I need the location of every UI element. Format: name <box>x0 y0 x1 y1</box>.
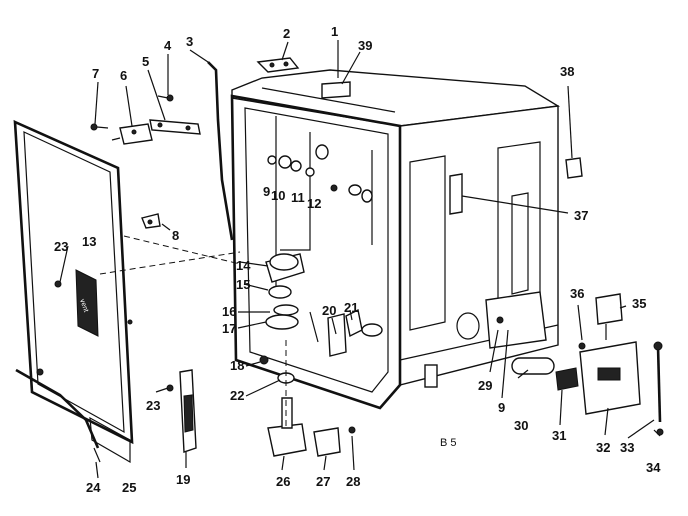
callout-13: 13 <box>82 234 96 249</box>
bracket-26 <box>267 397 307 457</box>
callout-27: 27 <box>316 474 330 489</box>
door-assembly: vent <box>13 119 134 464</box>
bracket-5 <box>149 119 201 135</box>
callout-29: 29 <box>478 378 492 393</box>
switch-27-28 <box>313 426 356 457</box>
callout-16: 16 <box>222 304 236 319</box>
grommet-18 <box>259 355 269 365</box>
tub-assembly <box>230 69 561 410</box>
vent-tube-3 <box>207 61 234 241</box>
callout-20: 20 <box>322 303 336 318</box>
figure-code: B 5 <box>440 437 457 449</box>
callout-11: 11 <box>291 190 305 205</box>
callout-4: 4 <box>164 38 172 53</box>
clip-38 <box>565 157 583 179</box>
seal-16-17 <box>265 304 299 330</box>
bracket-39 <box>321 81 351 99</box>
latch-19 <box>179 369 197 453</box>
callout-9: 9 <box>263 184 270 199</box>
callout-18: 18 <box>230 358 244 373</box>
callout-14: 14 <box>236 258 251 273</box>
callout-12: 12 <box>307 196 321 211</box>
callout-25: 25 <box>122 480 136 495</box>
callout-21: 21 <box>344 300 358 315</box>
clip-8 <box>141 213 161 229</box>
callout-36: 36 <box>570 286 584 301</box>
screw-23 <box>54 280 174 392</box>
callout-31: 31 <box>552 428 566 443</box>
callout-5: 5 <box>142 54 149 69</box>
pump-14-15 <box>265 253 305 299</box>
callout-23a: 23 <box>54 239 68 254</box>
callout-23b: 23 <box>146 398 160 413</box>
screw-7 <box>90 123 121 141</box>
callout-15: 15 <box>236 277 250 292</box>
callout-24: 24 <box>86 480 101 495</box>
callout-22: 22 <box>230 388 244 403</box>
callout-35: 35 <box>632 296 646 311</box>
callout-1: 1 <box>331 24 338 39</box>
bracket-29-30 <box>485 291 555 375</box>
callout-28: 28 <box>346 474 360 489</box>
callout-2: 2 <box>283 26 290 41</box>
alignment-line <box>123 235 241 265</box>
hinge-part-2 <box>256 57 300 73</box>
callout-33: 33 <box>620 440 634 455</box>
heater-20-21 <box>327 308 383 357</box>
alignment-line <box>99 251 241 275</box>
valve-31-32 <box>555 341 641 415</box>
callout-26: 26 <box>276 474 290 489</box>
rod-33-34 <box>653 341 664 436</box>
callout-8: 8 <box>172 228 179 243</box>
callout-34: 34 <box>646 460 661 475</box>
svg-text:vent: vent <box>78 298 89 313</box>
callout-labels: 1 2 3 4 5 6 7 8 9 10 11 12 13 14 15 16 1… <box>54 24 661 495</box>
callout-38: 38 <box>560 64 574 79</box>
nozzle-parts-9-12 <box>267 144 373 203</box>
callout-17: 17 <box>222 321 236 336</box>
float-35-36 <box>578 293 623 350</box>
callout-30: 30 <box>514 418 528 433</box>
callout-10: 10 <box>271 188 285 203</box>
callout-7: 7 <box>92 66 99 81</box>
callout-19: 19 <box>176 472 190 487</box>
bracket-37 <box>449 173 463 215</box>
callout-9b: 9 <box>498 400 505 415</box>
screw-4 <box>157 94 174 102</box>
callout-3: 3 <box>186 34 193 49</box>
callout-32: 32 <box>596 440 610 455</box>
callout-39: 39 <box>358 38 372 53</box>
callout-37: 37 <box>574 208 588 223</box>
hinge-bracket-6 <box>119 123 153 145</box>
callout-6: 6 <box>120 68 127 83</box>
leader-lines <box>59 40 661 479</box>
